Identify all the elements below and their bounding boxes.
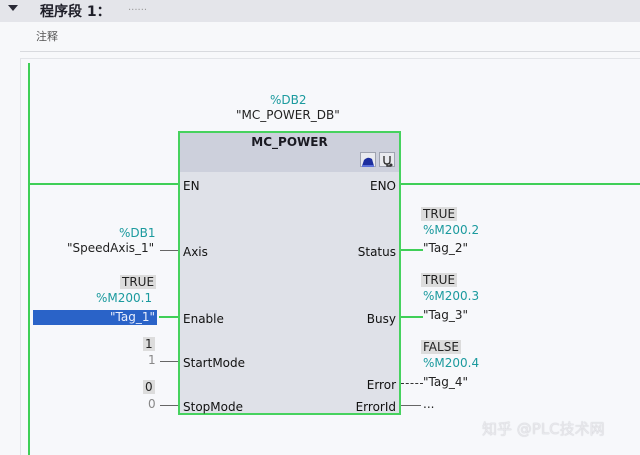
busy-monitor-value: TRUE <box>421 273 458 287</box>
startmode-operand[interactable]: 1 <box>148 353 156 367</box>
pin-status[interactable]: Status <box>357 245 396 259</box>
stopmode-monitor-value: 0 <box>143 380 155 394</box>
diagnostics-icon[interactable] <box>379 152 395 167</box>
pin-axis[interactable]: Axis <box>183 245 208 259</box>
block-type-name: MC_POWER <box>251 135 328 149</box>
errorid-wire <box>401 405 421 406</box>
error-address: %M200.4 <box>423 356 480 370</box>
instance-db-address: %DB2 <box>270 93 307 107</box>
startmode-monitor-value: 1 <box>143 337 155 351</box>
network-header: 程序段 1： ...... <box>0 0 640 22</box>
left-power-rail <box>28 63 30 455</box>
error-wire <box>401 383 423 384</box>
enable-operand-selected[interactable]: "Tag_1" <box>33 310 157 325</box>
status-monitor-value: TRUE <box>421 207 458 221</box>
error-monitor-value: FALSE <box>421 340 461 354</box>
instance-db-name[interactable]: "MC_POWER_DB" <box>236 108 340 122</box>
network-title-input[interactable]: ...... <box>128 2 148 13</box>
pin-startmode[interactable]: StartMode <box>183 356 246 370</box>
axis-address: %DB1 <box>119 226 156 240</box>
status-operand[interactable]: "Tag_2" <box>423 241 468 255</box>
en-power-flow-wire <box>28 183 178 185</box>
network-title: 程序段 1： <box>40 4 111 20</box>
error-operand[interactable]: "Tag_4" <box>423 375 468 389</box>
startmode-wire <box>160 361 178 362</box>
busy-wire <box>401 316 423 318</box>
pin-stopmode[interactable]: StopMode <box>183 400 243 414</box>
pin-eno[interactable]: ENO <box>369 179 396 193</box>
enable-monitor-value: TRUE <box>120 275 157 289</box>
busy-address: %M200.3 <box>423 289 480 303</box>
stopmode-operand[interactable]: 0 <box>148 397 156 411</box>
network-comment[interactable]: 注释 <box>36 30 58 43</box>
pin-busy[interactable]: Busy <box>366 312 396 326</box>
enable-wire <box>159 316 178 318</box>
watermark: 知乎 @PLC技术网 <box>482 420 605 438</box>
pin-enable[interactable]: Enable <box>183 312 224 326</box>
pin-en[interactable]: EN <box>183 179 200 193</box>
pin-errorid[interactable]: ErrorId <box>355 400 396 414</box>
stopmode-wire <box>160 405 178 406</box>
eno-power-flow-wire <box>401 183 640 185</box>
collapse-triangle-icon[interactable] <box>8 5 18 11</box>
block-header: MC_POWER <box>180 133 399 172</box>
busy-operand[interactable]: "Tag_3" <box>423 308 468 322</box>
pin-error[interactable]: Error <box>366 378 396 392</box>
axis-operand[interactable]: "SpeedAxis_1" <box>67 241 155 255</box>
divider <box>20 51 640 52</box>
status-address: %M200.2 <box>423 223 480 237</box>
instance-db-icon[interactable] <box>360 152 376 167</box>
axis-wire <box>160 250 178 251</box>
mc-power-block[interactable]: MC_POWER EN ENO Axis Status Enable Busy … <box>178 131 401 415</box>
enable-address: %M200.1 <box>96 291 153 305</box>
status-wire <box>401 249 423 251</box>
divider <box>20 58 640 59</box>
errorid-operand[interactable]: ... <box>423 397 435 411</box>
